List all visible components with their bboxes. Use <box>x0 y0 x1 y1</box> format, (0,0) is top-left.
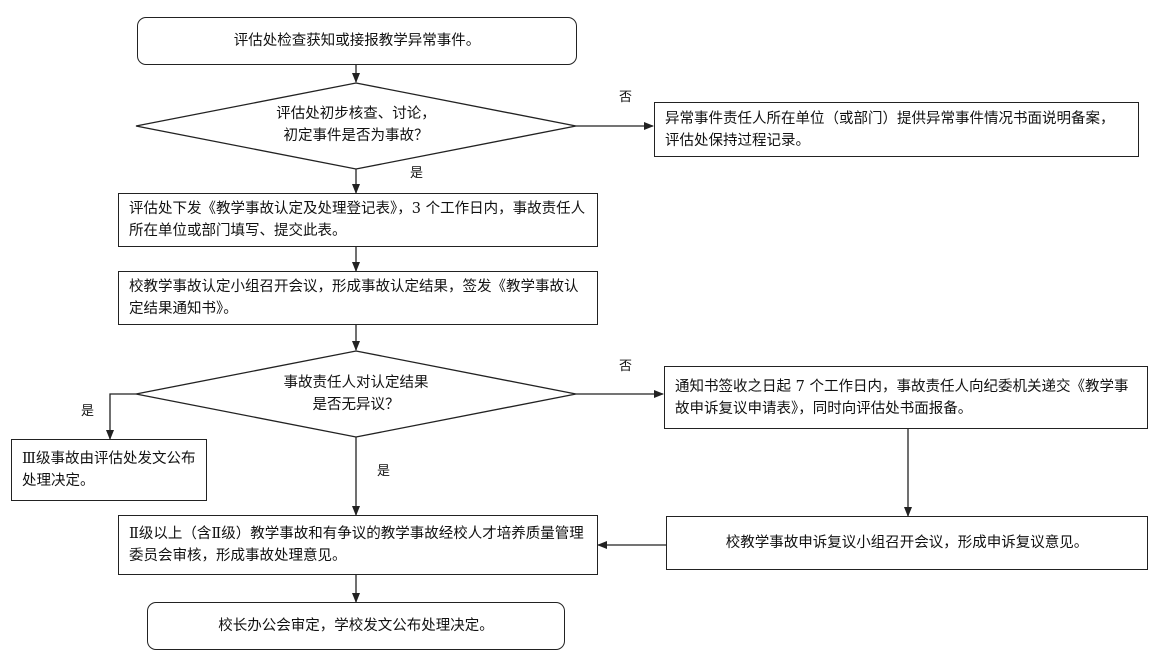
appeal-submit-text: 通知书签收之日起 7 个工作日内，事故责任人向纪委机关递交《教学事故申诉复议申请… <box>675 378 1129 417</box>
start-node: 评估处检查获知或接报教学异常事件。 <box>137 17 577 65</box>
level3-box: Ⅲ级事故由评估处发文公布处理决定。 <box>11 439 207 501</box>
review-committee-text: Ⅱ级以上（含Ⅱ级）教学事故和有争议的教学事故经校人才培养质量管理委员会审核，形成… <box>129 526 584 564</box>
appeal-meeting-text: 校教学事故申诉复议小组召开会议，形成申诉复议意见。 <box>725 535 1089 551</box>
level3-text: Ⅲ级事故由评估处发文公布处理决定。 <box>22 451 196 489</box>
appeal-submit-box: 通知书签收之日起 7 个工作日内，事故责任人向纪委机关递交《教学事故申诉复议申请… <box>664 366 1148 429</box>
decision2-text: 事故责任人对认定结果 是否无异议？ <box>216 372 496 416</box>
final-node-text: 校长办公会审定，学校发文公布处理决定。 <box>218 618 494 634</box>
arrow-d2-to-level3 <box>106 393 136 440</box>
edge-label-d2-yes-down: 是 <box>377 464 391 479</box>
decision1-line2: 初定事件是否为事故？ <box>283 128 429 144</box>
issue-form-text: 评估处下发《教学事故认定及处理登记表》，3 个工作日内，事故责任人所在单位或部门… <box>129 201 586 239</box>
appeal-meeting-box: 校教学事故申诉复议小组召开会议，形成申诉复议意见。 <box>666 516 1148 570</box>
group-meeting-box: 校教学事故认定小组召开会议，形成事故认定结果，签发《教学事故认定结果通知书》。 <box>118 271 598 325</box>
edge-label-d1-no: 否 <box>619 90 633 105</box>
no-accident-box: 异常事件责任人所在单位（或部门）提供异常事件情况书面说明备案，评估处保持过程记录… <box>654 102 1139 157</box>
start-node-text: 评估处检查获知或接报教学异常事件。 <box>233 33 481 49</box>
edge-label-d2-no: 否 <box>619 359 633 374</box>
final-node: 校长办公会审定，学校发文公布处理决定。 <box>147 602 565 650</box>
decision1-text: 评估处初步核查、讨论， 初定事件是否为事故？ <box>216 103 496 147</box>
review-committee-box: Ⅱ级以上（含Ⅱ级）教学事故和有争议的教学事故经校人才培养质量管理委员会审核，形成… <box>118 515 598 575</box>
decision1-line1: 评估处初步核查、讨论， <box>276 106 436 122</box>
edge-label-d1-yes: 是 <box>410 166 424 181</box>
decision2-line2: 是否无异议？ <box>312 397 400 413</box>
issue-form-box: 评估处下发《教学事故认定及处理登记表》，3 个工作日内，事故责任人所在单位或部门… <box>118 193 598 247</box>
edge-label-d2-yes-left: 是 <box>81 404 95 419</box>
decision2-line1: 事故责任人对认定结果 <box>283 375 429 391</box>
group-meeting-text: 校教学事故认定小组召开会议，形成事故认定结果，签发《教学事故认定结果通知书》。 <box>129 279 579 317</box>
no-accident-text: 异常事件责任人所在单位（或部门）提供异常事件情况书面说明备案，评估处保持过程记录… <box>665 110 1115 149</box>
